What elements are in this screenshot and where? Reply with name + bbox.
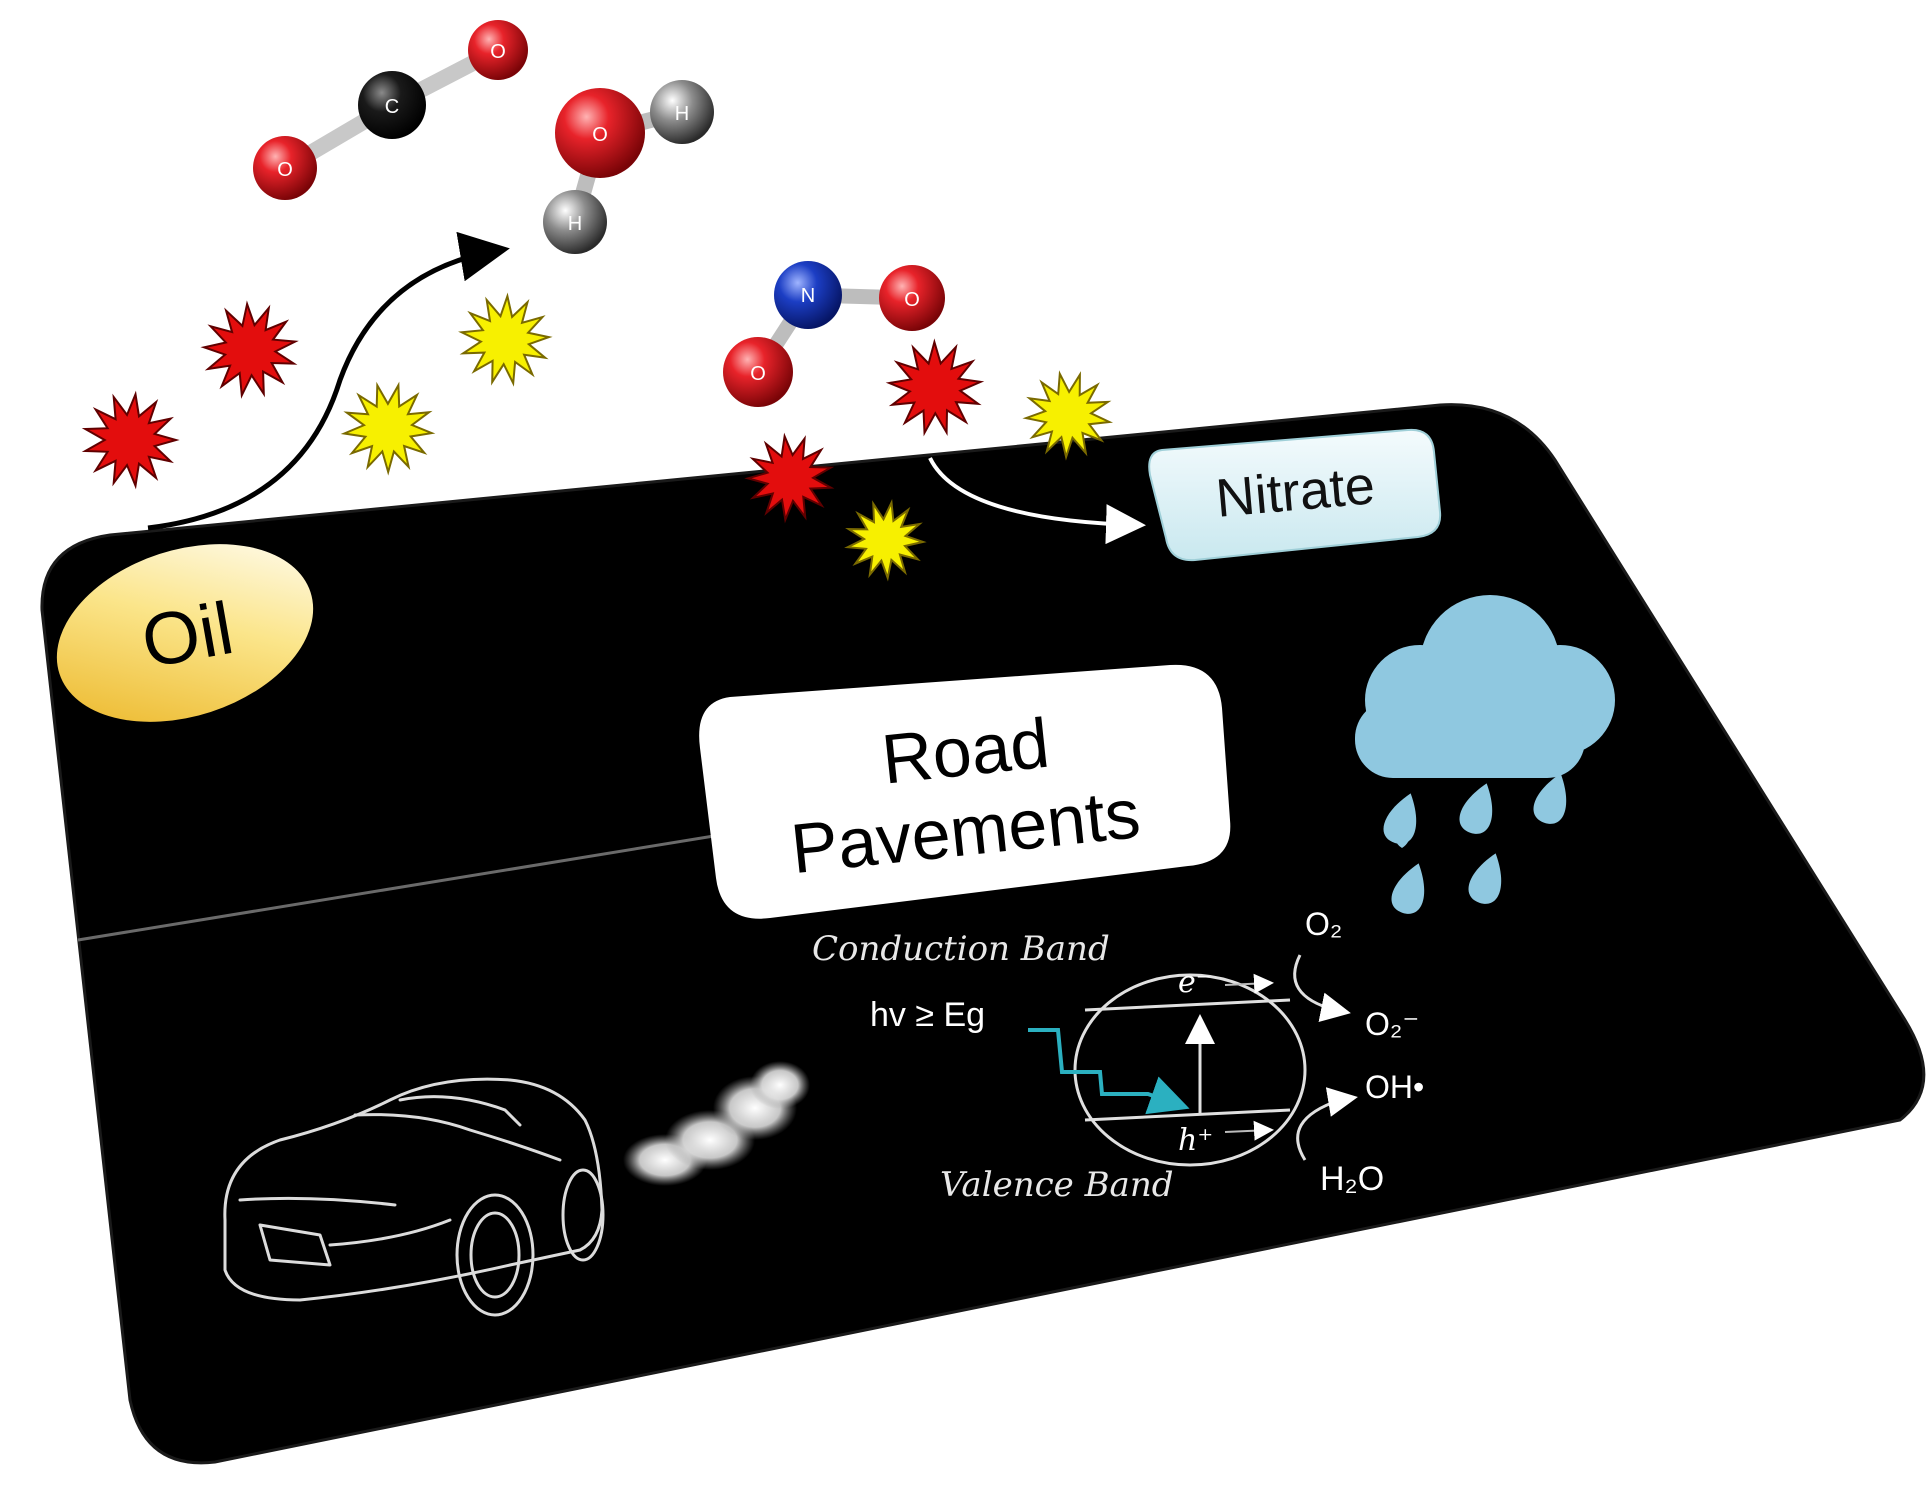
oh-radical-label: OH• (1365, 1069, 1424, 1105)
h2o-label: H₂O (1320, 1160, 1384, 1198)
raindrops (1383, 773, 1567, 914)
no2-atom-o2: O (750, 363, 766, 385)
o2-reduction-arrow (1293, 954, 1351, 1023)
oil-to-products-arrow (147, 231, 510, 531)
raindrop-icon (1468, 853, 1502, 904)
electron-label: e⁻ (1178, 965, 1212, 1000)
rain-cloud-icon (1355, 595, 1615, 848)
starburst-icon (81, 390, 180, 490)
raindrop-icon (1383, 793, 1417, 844)
oil-badge: Oil (56, 544, 314, 722)
raindrop-icon (1391, 863, 1425, 914)
no2-atom-o1: O (904, 289, 920, 311)
nitrate-box: Nitrate (1148, 428, 1442, 562)
pavement-seam-line (77, 833, 721, 942)
co2-atom-o1: O (277, 159, 293, 181)
starburst-icon (885, 338, 985, 437)
band-diagram: Conduction Band Valence Band hv ≥ Eg e⁻ … (812, 906, 1424, 1205)
starburst-icon (744, 432, 835, 524)
starburst-icon (340, 381, 436, 476)
car-outline-icon (223, 1077, 605, 1317)
conduction-band-label: Conduction Band (812, 929, 1110, 969)
co2-atom-c: C (385, 96, 399, 118)
co2-molecule: O C O (253, 20, 528, 200)
starburst-icon (200, 300, 299, 399)
h2o-atom-h1: H (675, 103, 689, 125)
no2-molecule: N O O (723, 261, 945, 407)
road-label-line1: Road (878, 704, 1053, 799)
starburst-icon (844, 498, 927, 582)
conduction-band-line (1084, 998, 1291, 1012)
starburst-icon (458, 292, 553, 387)
photon-energy-label: hv ≥ Eg (870, 996, 985, 1034)
nitrate-label: Nitrate (1213, 455, 1377, 529)
road-pavements-box: Road Pavements (699, 664, 1231, 919)
valence-band-line (1084, 1108, 1291, 1122)
no2-to-nitrate-arrow (928, 457, 1146, 545)
starburst-group (81, 292, 1114, 582)
exhaust-smoke-icon (623, 1061, 810, 1186)
no2-atom-n: N (801, 285, 815, 307)
h2o-atom-h2: H (568, 213, 582, 235)
oil-label: Oil (136, 586, 239, 683)
h2o-oxidation-arrow (1296, 1087, 1358, 1161)
o2-radical-label: O₂⁻ (1365, 1006, 1419, 1042)
raindrop-icon (1459, 783, 1493, 834)
raindrop-icon (1533, 773, 1567, 824)
o2-label: O₂ (1305, 906, 1342, 942)
valence-band-label: Valence Band (940, 1165, 1173, 1205)
h2o-atom-o: O (592, 124, 608, 146)
photon-arrow (1028, 1028, 1190, 1115)
starburst-icon (1022, 370, 1114, 461)
co2-atom-o2: O (490, 41, 506, 63)
hole-label: h⁺ (1178, 1123, 1213, 1158)
h2o-molecule: O H H (543, 80, 714, 254)
